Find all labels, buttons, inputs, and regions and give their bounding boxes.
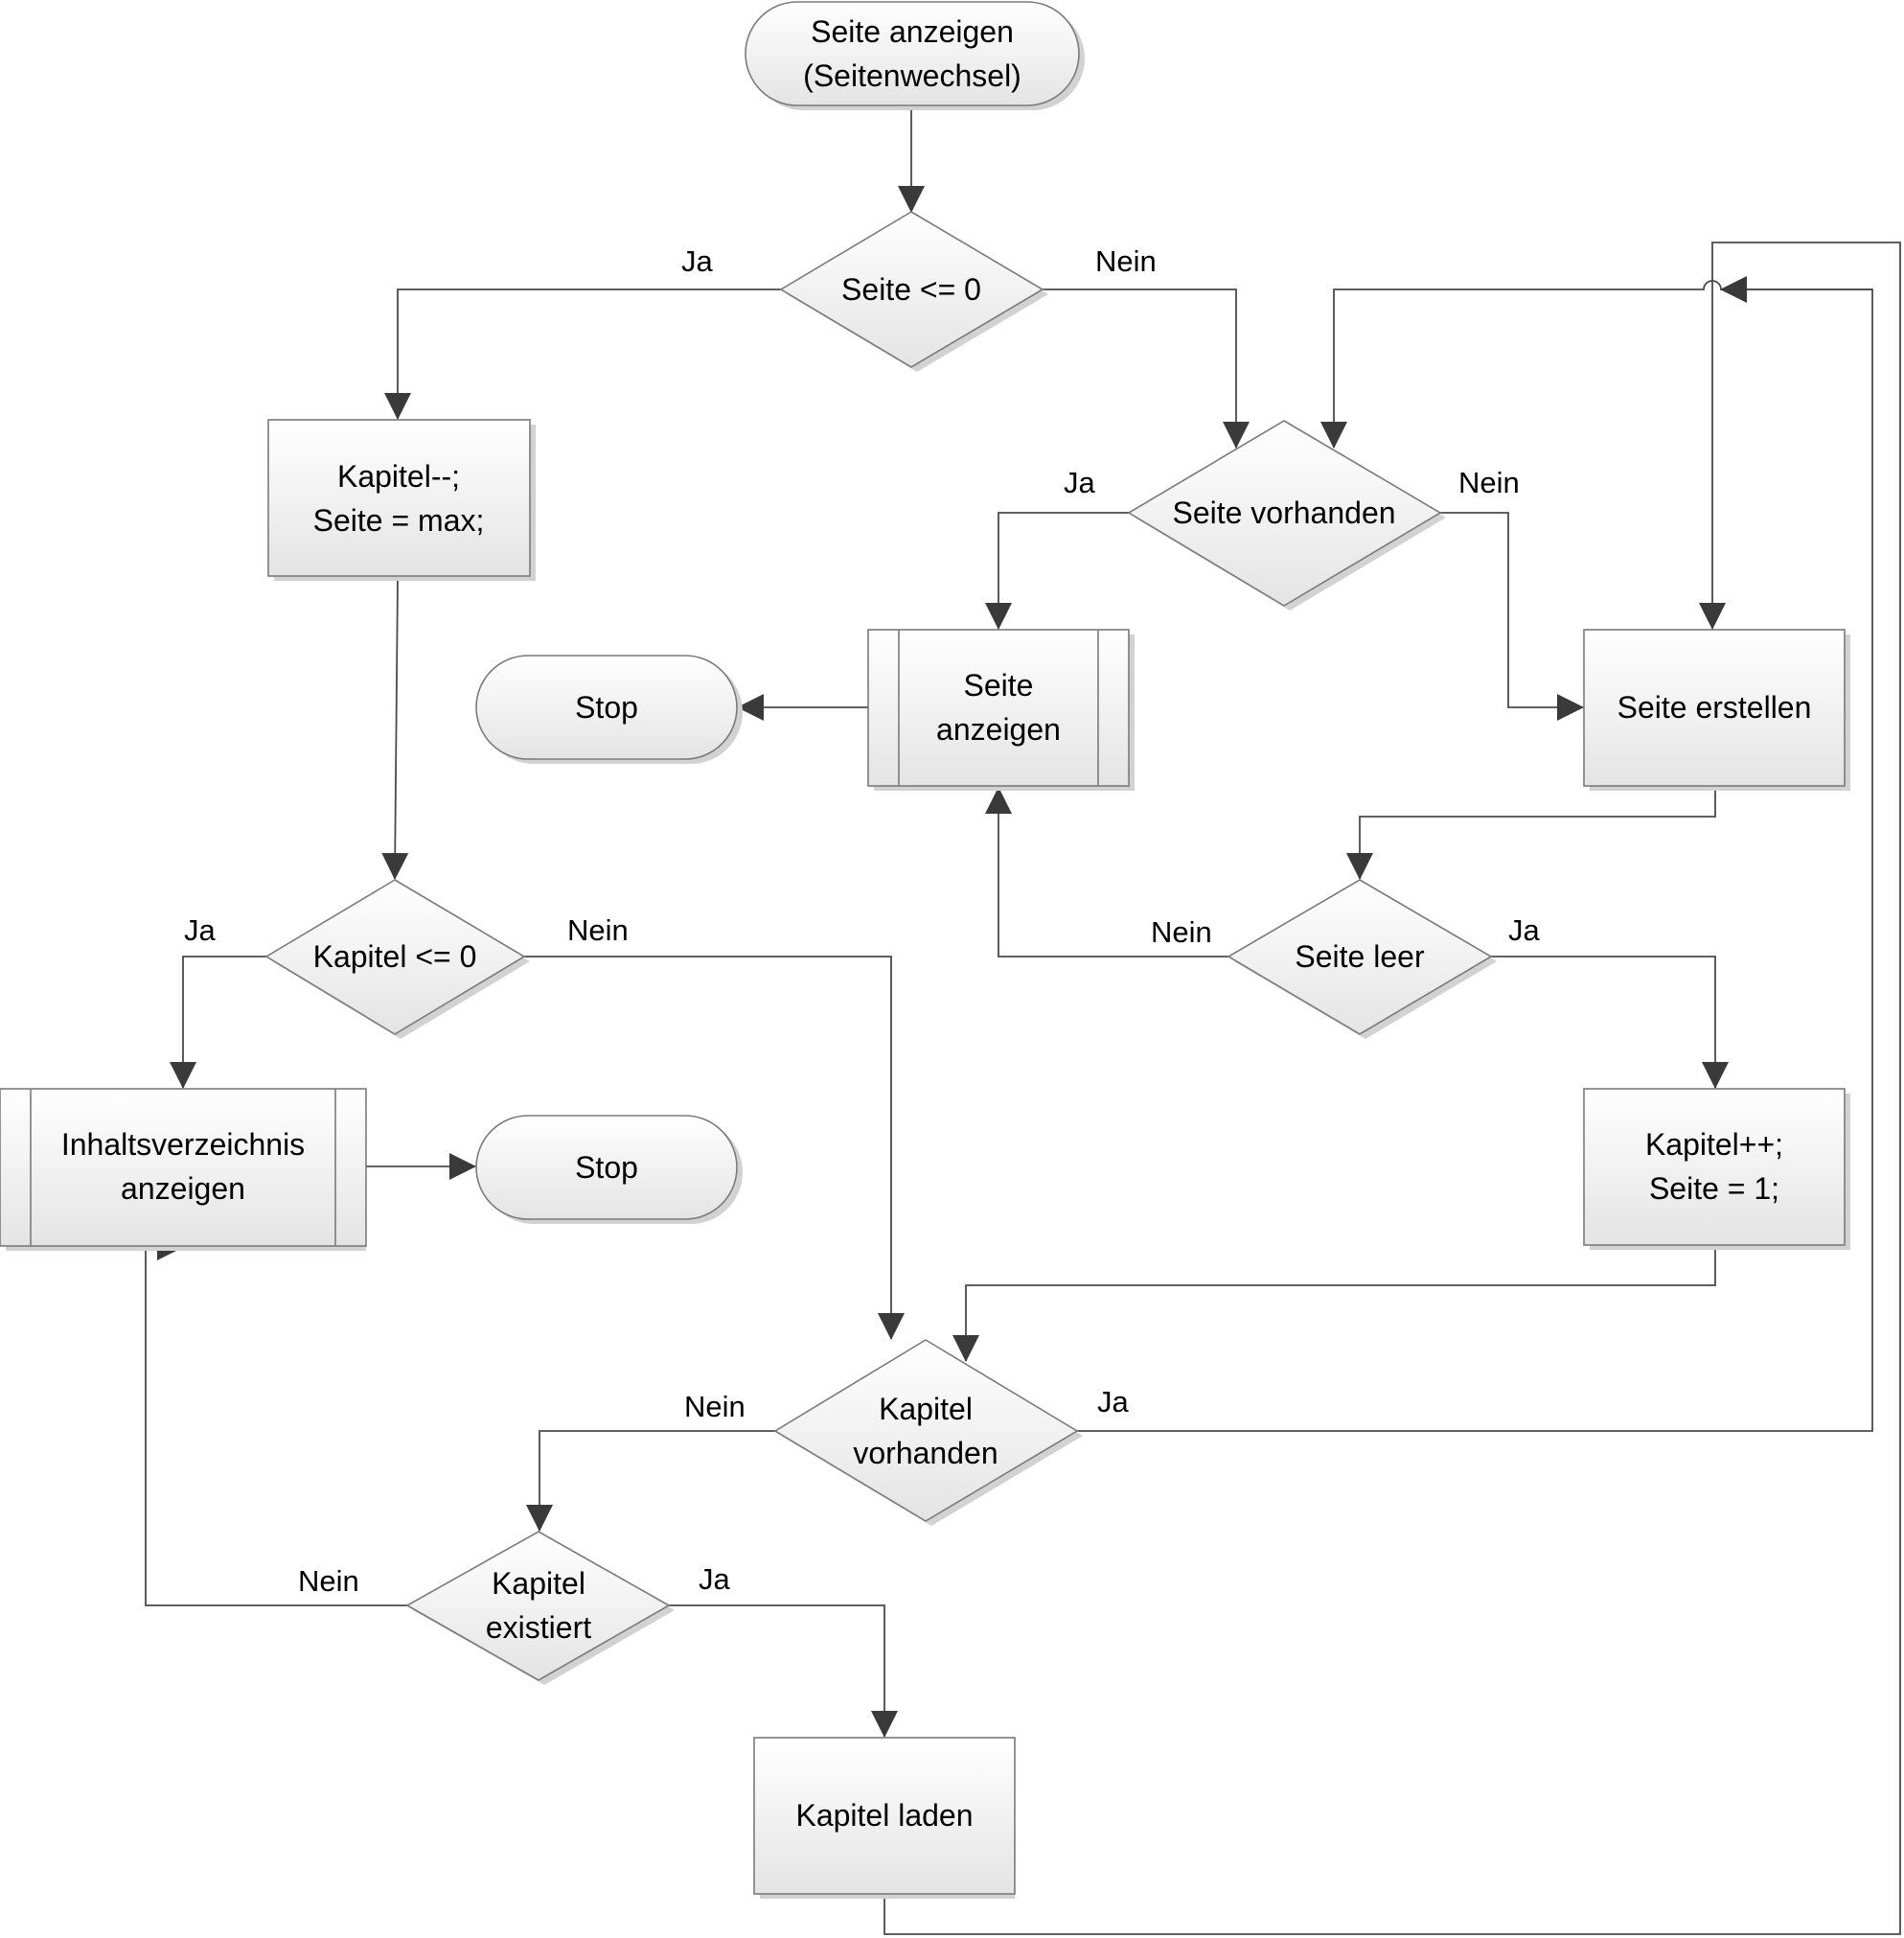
subprocess-inhaltsverzeichnis-line-1: Inhaltsverzeichnis (61, 1127, 305, 1162)
edge-kapitel-dec-to-kapitel-le0 (381, 579, 409, 880)
subprocess-seite-anzeigen[interactable]: Seite anzeigen (867, 629, 1135, 791)
decision-kapitel-le0-label: Kapitel <= 0 (313, 939, 477, 974)
edge-kapitel-existiert-ja (669, 1604, 898, 1738)
label-seite-leer-nein: Nein (1151, 915, 1212, 949)
start-terminator[interactable]: Seite anzeigen (Seitenwechsel) (745, 1, 1085, 110)
decision-kapitel-vorhanden[interactable]: Kapitel vorhanden (773, 1339, 1083, 1526)
label-kapitel-vorhanden-ja: Ja (1097, 1385, 1130, 1419)
edge-kapitel-existiert-nein (145, 1234, 407, 1606)
label-seite-vorhanden-ja: Ja (1064, 466, 1096, 499)
edge-labels: Ja Nein Ja Nein Ja Nein Nein Ja Nein Ja … (184, 244, 1541, 1598)
edge-kapitel-inc-to-kapitel-vorhanden (952, 1246, 1716, 1362)
process-kapitel-dec[interactable]: Kapitel--; Seite = max; (267, 419, 536, 581)
label-seite-leer-ja: Ja (1508, 913, 1541, 947)
svg-text:Seite anzeigen: Seite anzeigen (811, 14, 1014, 49)
decision-kapitel-vorhanden-line-2: vorhanden (853, 1436, 998, 1470)
process-kapitel-inc[interactable]: Kapitel++; Seite = 1; (1583, 1088, 1850, 1250)
process-kapitel-inc-line-2: Seite = 1; (1649, 1171, 1779, 1206)
decision-seite-leer[interactable]: Seite leer (1227, 879, 1497, 1039)
label-kapitel-existiert-ja: Ja (699, 1562, 731, 1596)
label-kapitel-vorhanden-nein: Nein (684, 1390, 746, 1423)
edges (145, 105, 1901, 1935)
decision-kapitel-le0[interactable]: Kapitel <= 0 (264, 879, 530, 1039)
stop-terminator-1[interactable]: Stop (475, 655, 743, 764)
edge-kapitel-vorhanden-ja (1077, 276, 1873, 1432)
decision-kapitel-existiert-line-2: existiert (486, 1610, 591, 1645)
process-kapitel-laden-label: Kapitel laden (795, 1798, 973, 1833)
label-seite-le0-nein: Nein (1095, 244, 1157, 278)
process-kapitel-laden[interactable]: Kapitel laden (753, 1737, 1016, 1899)
edge-seite-vorhanden-ja (985, 512, 1129, 630)
start-line-2: (Seitenwechsel) (803, 58, 1021, 93)
edge-seite-leer-nein (985, 787, 1228, 957)
edge-kapitel-vorhanden-nein (526, 1430, 775, 1532)
stop-2-label: Stop (575, 1150, 638, 1185)
decision-seite-vorhanden[interactable]: Seite vorhanden (1127, 420, 1446, 611)
edge-kapitel-le0-ja (170, 956, 266, 1089)
decision-seite-le0-label: Seite <= 0 (841, 272, 981, 307)
process-seite-erstellen[interactable]: Seite erstellen (1583, 629, 1850, 791)
edge-seite-erstellen-to-seite-leer (1346, 786, 1716, 880)
edge-kapitel-laden-loop (883, 242, 1901, 1935)
edge-seite-leer-ja (1491, 956, 1729, 1089)
edge-loop-top-to-seite-vorhanden (1320, 280, 1872, 449)
decision-kapitel-existiert-line-1: Kapitel (492, 1566, 585, 1601)
edge-seite-vorhanden-nein (1440, 512, 1584, 721)
nodes: Seite anzeigen (Seitenwechsel) Seite <= … (0, 1, 1850, 1899)
process-kapitel-dec-line-1: Kapitel--; (337, 459, 460, 494)
decision-seite-leer-label: Seite leer (1295, 939, 1425, 974)
process-kapitel-dec-line-2: Seite = max; (313, 503, 485, 538)
label-kapitel-le0-nein: Nein (567, 913, 629, 947)
process-kapitel-inc-line-1: Kapitel++; (1645, 1127, 1783, 1162)
decision-kapitel-vorhanden-line-1: Kapitel (879, 1392, 973, 1426)
label-kapitel-le0-ja: Ja (184, 913, 217, 947)
label-seite-le0-ja: Ja (681, 244, 714, 278)
start-line-1: Seite anzeigen (811, 14, 1014, 49)
edge-kapitel-le0-nein (524, 956, 905, 1340)
subprocess-seite-anzeigen-line-1: Seite (964, 668, 1034, 703)
process-seite-erstellen-label: Seite erstellen (1617, 690, 1812, 725)
edge-seite-le0-ja (384, 288, 781, 420)
decision-kapitel-existiert[interactable]: Kapitel existiert (405, 1531, 675, 1685)
edge-seite-le0-nein (1043, 288, 1250, 449)
svg-text:(Seitenwechsel): (Seitenwechsel) (803, 58, 1021, 93)
label-seite-vorhanden-nein: Nein (1458, 466, 1520, 499)
subprocess-inhaltsverzeichnis-line-2: anzeigen (121, 1171, 245, 1206)
stop-terminator-2[interactable]: Stop (475, 1115, 743, 1224)
label-kapitel-existiert-nein: Nein (298, 1564, 359, 1598)
decision-seite-le0[interactable]: Seite <= 0 (779, 211, 1048, 372)
stop-1-label: Stop (575, 690, 638, 725)
decision-seite-vorhanden-label: Seite vorhanden (1172, 496, 1395, 530)
subprocess-seite-anzeigen-line-2: anzeigen (936, 712, 1061, 747)
subprocess-inhaltsverzeichnis[interactable]: Inhaltsverzeichnis anzeigen (0, 1088, 367, 1251)
